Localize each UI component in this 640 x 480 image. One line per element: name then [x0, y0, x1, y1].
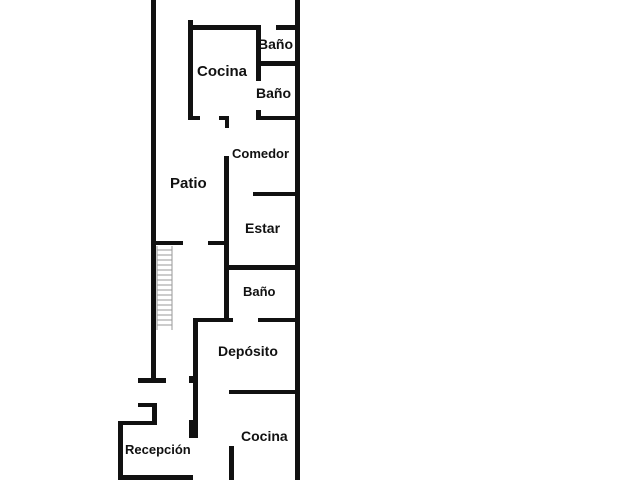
- wall-deposito-left: [193, 318, 198, 438]
- wall-deposito-cocina-divider: [229, 390, 296, 394]
- wall-bano2-bottom: [256, 116, 296, 120]
- wall-upper-kitchen-bottom-left: [188, 116, 200, 120]
- wall-recepcion-top: [118, 421, 157, 425]
- wall-bano2-right-stub: [256, 110, 261, 120]
- wall-entry-post-small: [189, 376, 193, 383]
- wall-bano1-bottom: [256, 61, 296, 66]
- wall-comedor-estar-divider: [253, 192, 296, 196]
- room-label-cocina-1: Cocina: [197, 63, 248, 80]
- room-label-bano-3: Baño: [243, 284, 276, 299]
- wall-recepcion-right-post: [189, 420, 194, 438]
- wall-right-exterior: [295, 0, 300, 480]
- wall-cocina2-left-stub: [229, 446, 234, 480]
- wall-left-exterior: [151, 0, 156, 382]
- wall-upper-kitchen-top: [188, 25, 260, 30]
- room-label-deposito: Depósito: [218, 343, 278, 359]
- room-label-cocina-2: Cocina: [241, 428, 288, 444]
- wall-recepcion-bottom: [118, 475, 193, 480]
- room-label-patio: Patio: [170, 175, 207, 192]
- wall-deposito-top-left: [193, 318, 233, 322]
- walls: [118, 0, 300, 480]
- wall-estar-bottom: [224, 265, 296, 270]
- wall-upper-kitchen-bottom-mid: [219, 116, 229, 120]
- room-label-comedor: Comedor: [232, 146, 289, 161]
- wall-patio-stub-left: [151, 241, 183, 245]
- wall-bano1-top: [276, 25, 296, 30]
- staircase: [156, 246, 173, 330]
- room-label-estar: Estar: [245, 220, 281, 236]
- wall-upper-kitchen-right: [256, 25, 261, 81]
- wall-upper-kitchen-left: [188, 20, 193, 120]
- wall-interior-center: [224, 156, 229, 319]
- wall-patio-stub-right: [208, 241, 226, 245]
- room-label-bano-1: Baño: [258, 36, 293, 52]
- room-label-recepcion: Recepción: [125, 442, 191, 457]
- room-labels: Baño Cocina Baño Comedor Patio Estar Bañ…: [125, 36, 293, 457]
- room-label-bano-2: Baño: [256, 85, 291, 101]
- wall-recepcion-left: [118, 421, 123, 480]
- wall-upper-kitchen-bottom-post: [225, 116, 229, 128]
- wall-entry-column: [152, 403, 157, 423]
- wall-deposito-top-right: [258, 318, 296, 322]
- wall-entry-horizontal: [138, 378, 166, 383]
- wall-entry-upper-right: [138, 403, 156, 407]
